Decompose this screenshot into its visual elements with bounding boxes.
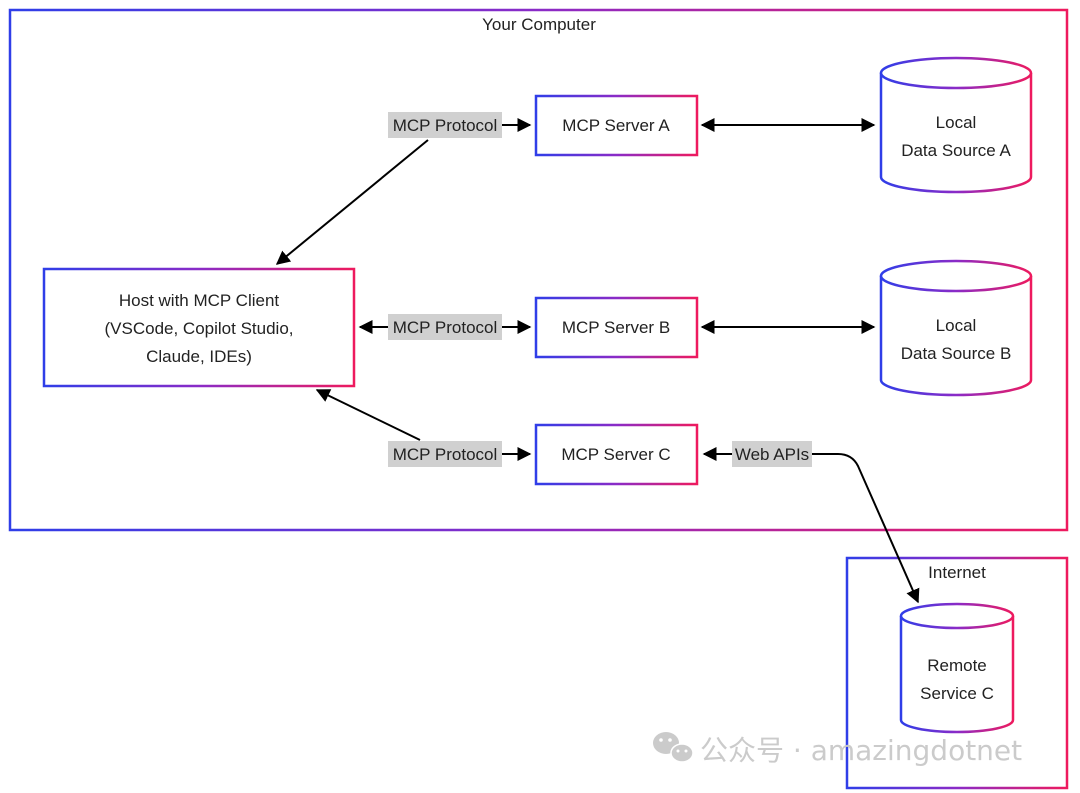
node-host: Host with MCP Client (VSCode, Copilot St…	[42, 267, 356, 388]
group-your-computer: Your Computer	[8, 8, 1069, 532]
edge-label-web-apis: Web APIs	[732, 441, 812, 467]
cylinder-top	[879, 259, 1033, 293]
edge-label-text: MCP Protocol	[393, 445, 498, 464]
node-box	[534, 94, 699, 157]
edge-label-bg	[388, 314, 502, 340]
cylinder-body	[879, 276, 1033, 397]
group-border	[845, 556, 1069, 790]
node-label: MCP Server C	[561, 445, 670, 464]
watermark-text: 公众号 · amazingdotnet	[700, 734, 1022, 767]
node-data-source-a: Local Data Source A	[879, 56, 1033, 194]
node-box	[534, 296, 699, 359]
group-title: Your Computer	[482, 15, 596, 34]
edge-label-text: MCP Protocol	[393, 318, 498, 337]
edge-protocol-c-to-host	[315, 389, 421, 441]
node-server-b: MCP Server B	[534, 296, 699, 359]
edge-protocol-a-to-host	[275, 139, 429, 265]
cylinder-body	[879, 73, 1033, 194]
node-data-source-b: Local Data Source B	[879, 259, 1033, 397]
cylinder-top	[879, 56, 1033, 90]
node-label-line: Local	[936, 113, 977, 132]
node-label-line: Host with MCP Client	[119, 291, 280, 310]
edge-web-apis-to-remote	[812, 453, 920, 604]
node-label-line: Service C	[920, 684, 994, 703]
cylinder-top	[899, 602, 1015, 630]
edge-label-bg	[388, 441, 502, 467]
edge-label-text: Web APIs	[735, 445, 809, 464]
edges	[275, 118, 920, 604]
node-label-line: Data Source B	[901, 344, 1012, 363]
node-remote-service-c: Remote Service C	[899, 602, 1015, 734]
node-box	[42, 267, 356, 388]
cylinder-body	[899, 616, 1015, 734]
wechat-icon	[653, 732, 694, 763]
node-label: MCP Server A	[562, 116, 670, 135]
node-server-c: MCP Server C	[534, 423, 699, 486]
node-box	[534, 423, 699, 486]
edge-label-text: MCP Protocol	[393, 116, 498, 135]
node-label-line: Remote	[927, 656, 987, 675]
node-server-a: MCP Server A	[534, 94, 699, 157]
edge-label-bg	[732, 441, 812, 467]
edge-label-protocol-c: MCP Protocol	[388, 441, 502, 467]
edge-label-protocol-a: MCP Protocol	[388, 112, 502, 138]
edge-label-protocol-b: MCP Protocol	[388, 314, 502, 340]
node-label: MCP Server B	[562, 318, 670, 337]
node-label-line: (VSCode, Copilot Studio,	[105, 319, 294, 338]
group-internet: Internet	[845, 556, 1069, 790]
node-label-line: Local	[936, 316, 977, 335]
node-label-line: Claude, IDEs)	[146, 347, 252, 366]
group-border	[8, 8, 1069, 532]
node-label-line: Data Source A	[901, 141, 1011, 160]
group-title: Internet	[928, 563, 986, 582]
watermark: 公众号 · amazingdotnet	[653, 732, 1022, 767]
edge-label-bg	[388, 112, 502, 138]
